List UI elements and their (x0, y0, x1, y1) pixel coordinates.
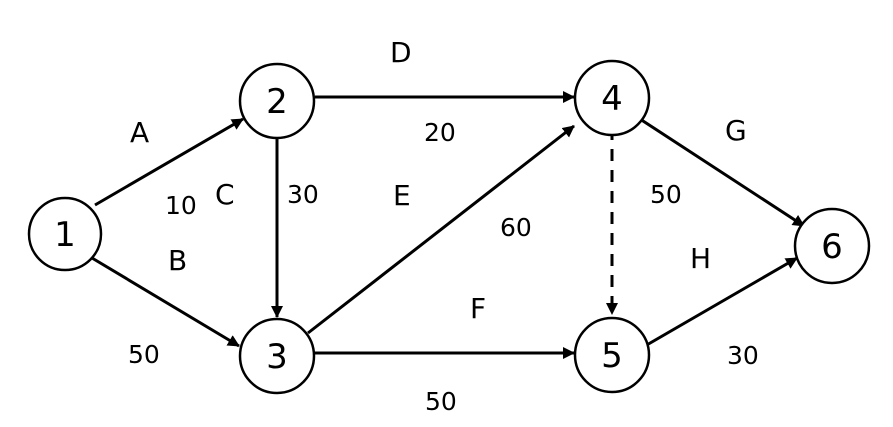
node-5: 5 (573, 316, 651, 394)
edge-weight-B: 50 (128, 340, 160, 369)
node-label-5: 5 (601, 336, 623, 376)
node-1: 1 (27, 196, 103, 272)
node-label-1: 1 (54, 215, 76, 255)
node-label-6: 6 (821, 227, 843, 267)
edge-A (94, 117, 244, 207)
edge-label-F: F (470, 292, 486, 325)
edge-weight-C: 30 (287, 180, 319, 209)
edge-weight-D: 20 (424, 118, 456, 147)
edge-B (91, 256, 240, 348)
edge-label-C: C (215, 178, 235, 211)
node-3: 3 (238, 317, 316, 395)
edge-label-B: B (168, 244, 187, 277)
edge-label-D: D (390, 36, 412, 69)
edge-weight-G: 50 (650, 180, 682, 209)
node-label-4: 4 (601, 79, 623, 119)
edge-G (639, 117, 805, 228)
edge-weight-A: 10 (165, 191, 197, 220)
edge-label-E: E (393, 179, 411, 212)
edge-E (307, 124, 575, 335)
node-label-3: 3 (266, 337, 288, 377)
node-2: 2 (238, 62, 316, 140)
edge-weight-H: 30 (727, 341, 759, 370)
node-6: 6 (793, 207, 871, 285)
node-4: 4 (573, 59, 651, 137)
edge-label-H: H (690, 242, 711, 275)
edge-label-A: A (130, 116, 149, 149)
edge-H (644, 256, 798, 348)
edge-weight-E: 60 (500, 213, 532, 242)
edge-weight-F: 50 (425, 387, 457, 416)
node-label-2: 2 (266, 82, 288, 122)
edge-label-G: G (725, 114, 747, 147)
